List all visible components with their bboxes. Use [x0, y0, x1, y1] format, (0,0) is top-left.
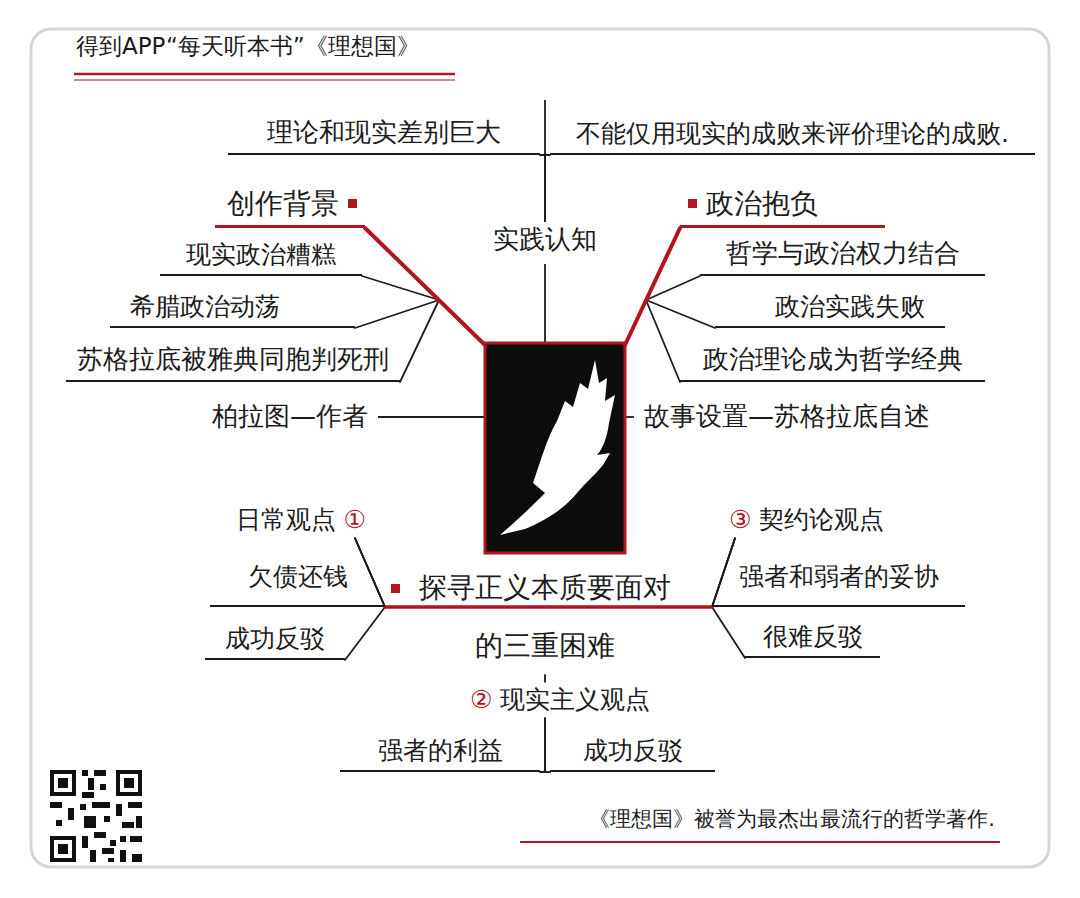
node-label: 强者的利益 [378, 736, 503, 765]
branch-connector [544, 675, 546, 682]
branch-item: 强者的利益 [340, 733, 540, 773]
branch-heading: 政治抱负 [680, 184, 885, 228]
caption-underline [520, 841, 1000, 843]
topic-text: 实践认知 [489, 221, 601, 259]
node-label: 故事设置—苏格拉底自述 [644, 401, 930, 431]
branch-connector [545, 155, 550, 221]
node-label: 强者和弱者的妥协 [739, 562, 939, 591]
red-branch [365, 228, 485, 345]
branch-item: 不能仅用现实的成败来评价理论的成败. [550, 116, 1035, 156]
topic-text: 日常观点 ① [232, 502, 370, 539]
center-illustration [485, 343, 625, 553]
page-title: 得到APP“每天听本书”《理想国》 [76, 32, 420, 62]
node-label: 现实主义观点 [500, 685, 650, 714]
red-branch [625, 228, 680, 345]
bullet-marker [391, 584, 400, 593]
leader-line [378, 416, 485, 418]
branch-connector [345, 538, 385, 660]
node-label: 探寻正义本质要面对的三重困难 [419, 571, 671, 662]
branch-connector [355, 538, 413, 607]
node-label: 实践认知 [493, 224, 597, 254]
branch-connector [677, 538, 735, 607]
topic-text: 柏拉图—作者 [208, 398, 372, 436]
branch-item: 政治理论成为哲学经典 [680, 341, 985, 382]
qr-code [50, 770, 142, 862]
node-label: 政治实践失败 [775, 292, 925, 321]
branch-item: 强者和弱者的妥协 [712, 559, 965, 608]
stem-line [544, 264, 546, 343]
node-label: 创作背景 [227, 187, 339, 220]
branch-connector [712, 538, 745, 658]
node-label: 成功反驳 [583, 736, 683, 765]
node-label: 苏格拉底被雅典同胞判死刑 [77, 344, 389, 374]
branch-item: 苏格拉底被雅典同胞判死刑 [66, 341, 400, 382]
callout-number: ③ [729, 505, 751, 534]
node-label: 柏拉图—作者 [212, 401, 368, 431]
black-panel [485, 343, 625, 553]
branch-item: 很难反驳 [745, 619, 880, 659]
node-label: 不能仅用现实的成败来评价理论的成败. [576, 119, 1009, 148]
branch-item: 理论和现实差别巨大 [228, 114, 540, 155]
bullet-marker [688, 199, 697, 208]
callout-number: ② [470, 685, 492, 714]
node-label: 欠债还钱 [248, 562, 348, 591]
branch-item: 哲学与政治权力结合 [700, 235, 985, 276]
dove-silhouette [500, 360, 615, 535]
node-label: 很难反驳 [763, 622, 863, 651]
branch-connector [355, 228, 439, 328]
node-label: 成功反驳 [225, 624, 325, 653]
node-label: 哲学与政治权力结合 [726, 238, 960, 268]
node-label: 现实政治糟糕 [186, 240, 336, 269]
bullet-marker [348, 199, 357, 208]
node-label: 日常观点 [236, 505, 336, 534]
page-frame [31, 29, 1049, 867]
branch-connector [646, 228, 680, 382]
title-underline [74, 79, 455, 80]
node-label: 契约论观点 [759, 505, 884, 534]
divider-line [544, 100, 546, 155]
node-label: 政治理论成为哲学经典 [703, 344, 963, 374]
topic-text: ③ 契约论观点 [725, 502, 888, 539]
branch-item: 政治实践失败 [715, 289, 945, 329]
branch-item: 成功反驳 [550, 733, 715, 773]
branch-item: 成功反驳 [205, 621, 345, 661]
topic-text: ② 现实主义观点 [466, 682, 654, 719]
branch-item: 希腊政治动荡 [110, 289, 355, 329]
central-question: 探寻正义本质要面对的三重困难 [413, 559, 676, 675]
title-underline [74, 73, 455, 76]
node-label: 政治抱负 [706, 187, 818, 220]
branch-heading: 创作背景 [215, 184, 365, 228]
callout-number: ① [344, 505, 366, 534]
branch-item: 欠债还钱 [210, 559, 385, 608]
caption-note: 《理想国》被誉为最杰出最流行的哲学著作. [589, 806, 995, 833]
red-branch [385, 605, 712, 609]
topic-text: 故事设置—苏格拉底自述 [640, 398, 934, 436]
branch-item: 现实政治糟糕 [160, 237, 362, 277]
node-label: 理论和现实差别巨大 [267, 117, 501, 147]
node-label: 希腊政治动荡 [130, 292, 280, 321]
